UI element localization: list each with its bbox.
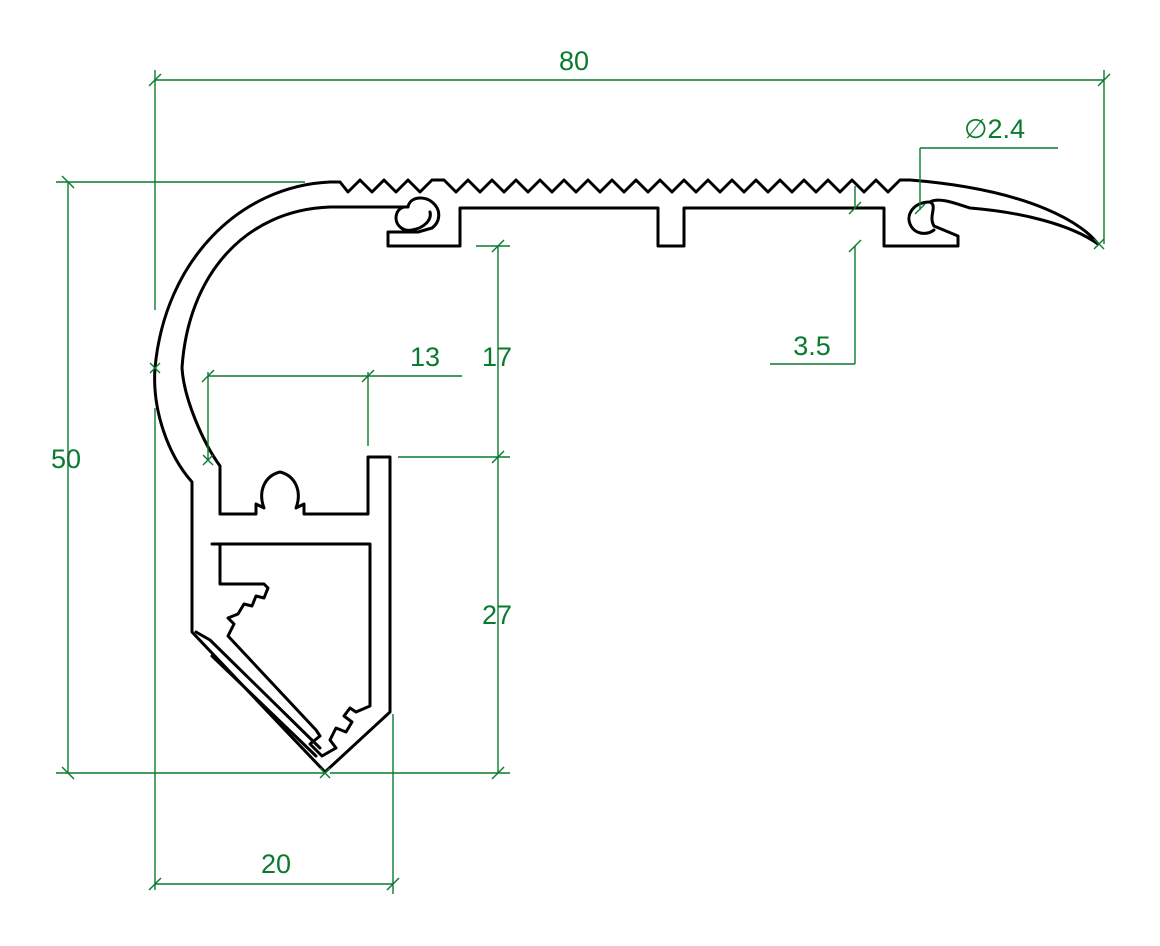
dimension-layer: 80 50 ∅2.4 3.5 xyxy=(51,46,1111,894)
profile-diffuser-slot xyxy=(194,630,322,750)
label-groove-depth: 3.5 xyxy=(793,331,831,361)
label-channel-width: 20 xyxy=(261,849,291,879)
profile-diffuser-slot-inner xyxy=(210,654,318,758)
profile-outer-edge xyxy=(153,178,1100,774)
label-overall-width: 80 xyxy=(559,46,589,76)
dim-overall-height: 50 xyxy=(51,175,325,780)
profile-inner-channel xyxy=(210,542,372,758)
profile-front-clip xyxy=(394,205,432,232)
label-clip-offset: 13 xyxy=(410,342,440,372)
dim-clip-offset: 13 xyxy=(201,342,462,460)
dim-channel-width: 20 xyxy=(148,714,400,894)
aluminium-profile-outline xyxy=(153,178,1100,774)
dim-hole-diameter: ∅2.4 xyxy=(914,114,1058,215)
dim-overall-width: 80 xyxy=(148,46,1111,310)
dim-channel-height: 27 xyxy=(330,457,512,780)
dim-tread-depth: 17 xyxy=(398,239,512,464)
label-overall-height: 50 xyxy=(51,444,81,474)
label-channel-height: 27 xyxy=(482,600,512,630)
label-hole-diameter: ∅2.4 xyxy=(964,114,1025,144)
dim-groove-depth: 3.5 xyxy=(770,186,862,365)
reference-point-markers xyxy=(149,238,1105,779)
profile-rear-hole xyxy=(907,200,936,235)
label-tread-depth: 17 xyxy=(482,342,512,372)
